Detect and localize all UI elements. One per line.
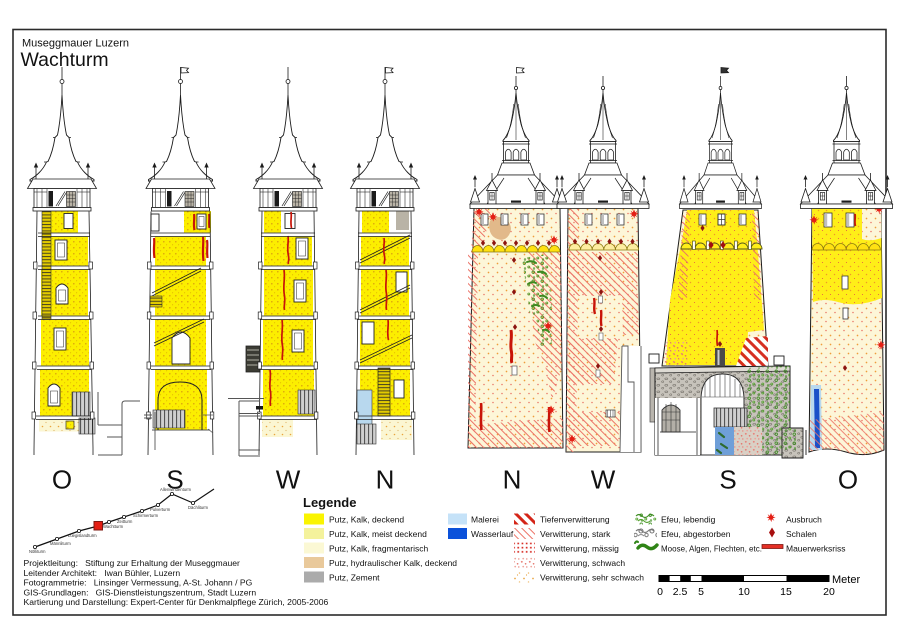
svg-text:Kartierung und Darstellung: Ex: Kartierung und Darstellung: Expert-Cente… <box>24 597 329 607</box>
svg-text:2.5: 2.5 <box>673 586 688 598</box>
svg-text:Putz, Kalk, meist deckend: Putz, Kalk, meist deckend <box>329 529 427 539</box>
svg-text:GIS-Grundlagen: GIS-Dienstle: GIS-Grundlagen: GIS-Dienstleistungszentr… <box>24 587 257 597</box>
svg-text:Legende: Legende <box>303 495 356 510</box>
svg-text:Allenwindenturm: Allenwindenturm <box>160 487 191 492</box>
svg-text:Putz, hydraulischer Kalk, deck: Putz, hydraulischer Kalk, deckend <box>329 558 457 568</box>
svg-text:Efeu, abgestorben: Efeu, abgestorben <box>661 529 731 539</box>
svg-text:Männliturm: Männliturm <box>50 541 71 546</box>
svg-text:Projektleitung: Stiftung zur: Projektleitung: Stiftung zur Erhaltung d… <box>24 558 241 568</box>
svg-text:Efeu, lebendig: Efeu, lebendig <box>661 515 716 525</box>
svg-text:Mauerwerksriss: Mauerwerksriss <box>786 544 846 554</box>
svg-text:15: 15 <box>780 586 792 598</box>
svg-text:Meter: Meter <box>832 574 860 586</box>
svg-text:Pulverturm: Pulverturm <box>150 507 171 512</box>
svg-text:20: 20 <box>823 586 835 598</box>
svg-text:W: W <box>276 465 301 495</box>
svg-text:Verwitterung, schwach: Verwitterung, schwach <box>540 558 625 568</box>
svg-text:Putz, Zement: Putz, Zement <box>329 573 380 583</box>
svg-text:Wachtturm: Wachtturm <box>103 524 124 529</box>
svg-text:Verwitterung, mässig: Verwitterung, mässig <box>540 544 619 554</box>
svg-text:Malerei: Malerei <box>471 515 499 525</box>
svg-text:Putz, Kalk, fragmentarisch: Putz, Kalk, fragmentarisch <box>329 544 428 554</box>
svg-text:Ausbruch: Ausbruch <box>786 515 822 525</box>
svg-text:Tiefenverwitterung: Tiefenverwitterung <box>540 515 610 525</box>
svg-text:10: 10 <box>738 586 750 598</box>
svg-text:Schirmerturm: Schirmerturm <box>133 513 159 518</box>
svg-text:Luegislandturm: Luegislandturm <box>68 533 97 538</box>
svg-text:N: N <box>376 465 395 495</box>
svg-text:N: N <box>503 465 522 495</box>
svg-text:Verwitterung, stark: Verwitterung, stark <box>540 529 611 539</box>
svg-text:Schalen: Schalen <box>786 529 817 539</box>
svg-text:W: W <box>591 465 616 495</box>
svg-text:5: 5 <box>698 586 704 598</box>
svg-text:O: O <box>52 465 72 495</box>
svg-text:Wachturm: Wachturm <box>21 49 109 71</box>
svg-text:O: O <box>838 465 858 495</box>
svg-text:S: S <box>166 465 183 495</box>
svg-text:Zeitturm: Zeitturm <box>117 519 133 524</box>
svg-text:Verwitterung, sehr schwach: Verwitterung, sehr schwach <box>540 573 644 583</box>
svg-text:S: S <box>719 465 736 495</box>
svg-text:Leitender Architekt: Iwan Bü: Leitender Architekt: Iwan Bühler, Luzern <box>24 568 181 578</box>
svg-text:Museggmauer Luzern: Museggmauer Luzern <box>22 38 129 50</box>
svg-text:Fotogrammetrie: Linsinger Ve: Fotogrammetrie: Linsinger Vermessung, A-… <box>24 578 253 588</box>
svg-text:Putz, Kalk, deckend: Putz, Kalk, deckend <box>329 515 404 525</box>
svg-text:Moose, Algen, Flechten, etc.: Moose, Algen, Flechten, etc. <box>661 545 762 554</box>
svg-text:0: 0 <box>657 586 663 598</box>
svg-text:Dächliturm: Dächliturm <box>188 505 209 510</box>
svg-text:Wasserlauf: Wasserlauf <box>471 529 514 539</box>
svg-text:Nölliturm: Nölliturm <box>29 549 46 554</box>
